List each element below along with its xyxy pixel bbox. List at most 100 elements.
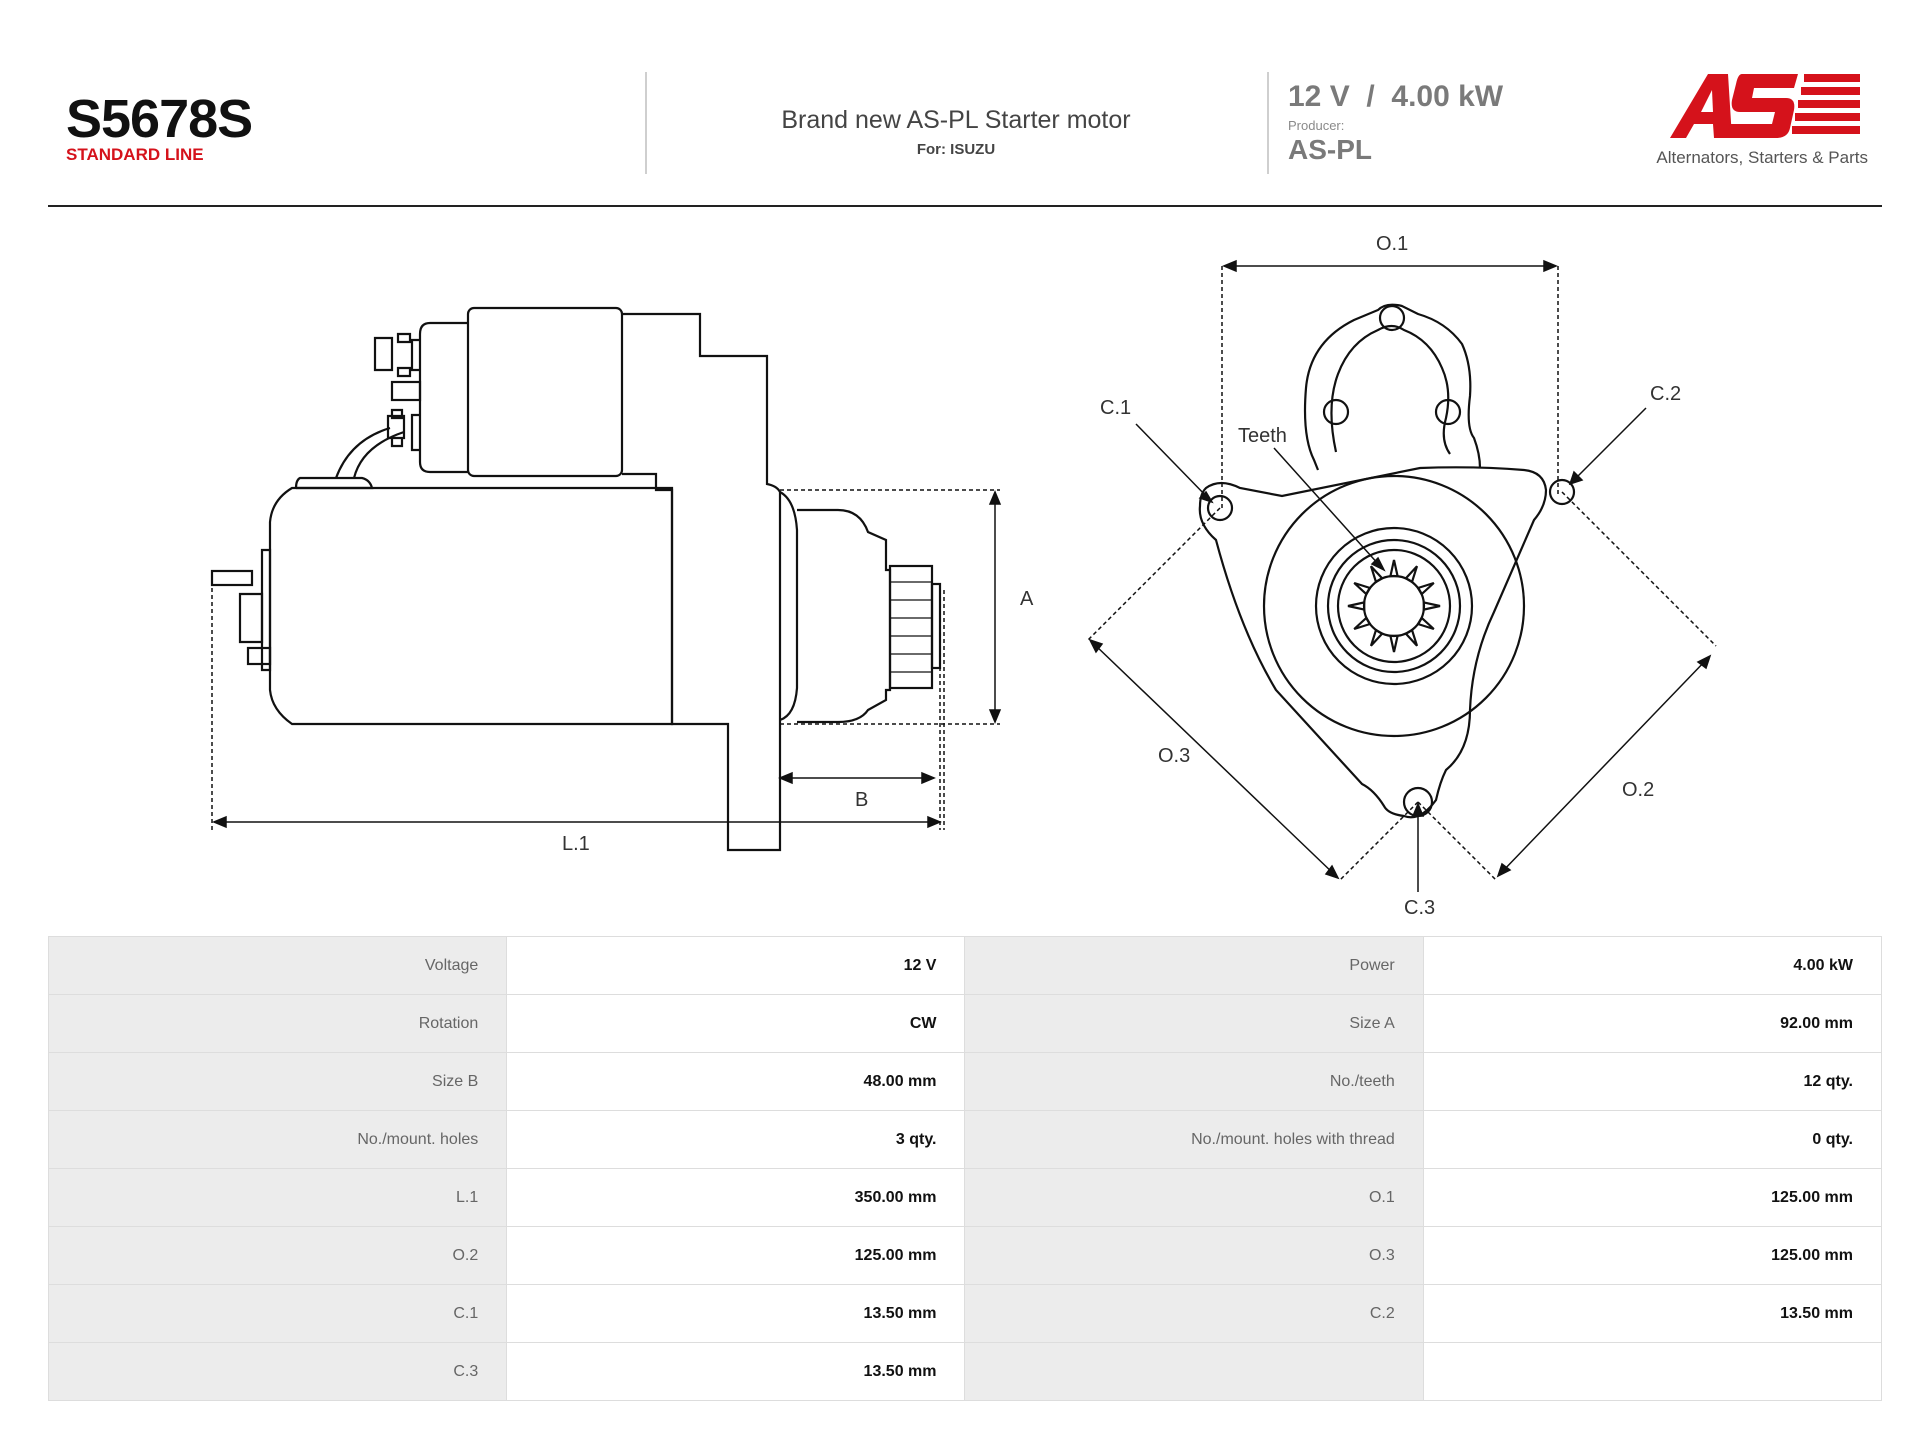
leader-c1 xyxy=(1135,423,1211,501)
solenoid-boss xyxy=(1303,303,1482,471)
spec-value: 12 V xyxy=(506,936,966,995)
spec-value: 48.00 mm xyxy=(506,1052,966,1111)
technical-drawing: A B L.1 xyxy=(210,233,1717,919)
pinion-teeth xyxy=(890,581,932,673)
arrowhead xyxy=(1222,259,1237,273)
drive-housing xyxy=(622,312,782,852)
solenoid-boss-inner xyxy=(1330,324,1451,455)
arrowhead xyxy=(1496,862,1512,878)
product-line: STANDARD LINE xyxy=(66,145,204,164)
pinion-tooth xyxy=(1353,581,1372,596)
spec-value: 92.00 mm xyxy=(1422,994,1883,1053)
brush-cover-strip xyxy=(294,476,374,490)
pinion-tooth xyxy=(1389,559,1399,578)
pinion-tooth xyxy=(1369,628,1384,647)
arrowhead xyxy=(1088,638,1104,654)
spec-value xyxy=(1422,1342,1883,1401)
front-view xyxy=(1169,303,1576,838)
dim-l1-label: L.1 xyxy=(562,833,590,855)
producer-label: Producer: xyxy=(1288,118,1345,133)
spec-value: 0 qty. xyxy=(1422,1110,1883,1169)
spec-value: 125.00 mm xyxy=(1422,1226,1883,1285)
pinion-bore xyxy=(1362,574,1426,638)
flange-outline-helper xyxy=(1169,464,1463,838)
pinion-tooth xyxy=(1404,565,1419,584)
product-description: Brand new AS-PL Starter motor xyxy=(781,106,1131,134)
voltage-power: 12 V / 4.00 kW xyxy=(1288,80,1504,113)
spec-label: C.2 xyxy=(964,1284,1424,1343)
dim-o1-label: O.1 xyxy=(1376,233,1408,255)
part-number: S5678S xyxy=(66,89,253,149)
dim-o3-ext xyxy=(1339,801,1419,881)
nose-circle-outer xyxy=(1314,526,1474,686)
solenoid-lug xyxy=(390,380,422,402)
arrowhead xyxy=(1696,654,1712,670)
pinion-tooth xyxy=(1422,601,1441,611)
arrowhead xyxy=(988,490,1002,505)
housing-circle xyxy=(1262,474,1526,738)
spec-value: 13.50 mm xyxy=(1422,1284,1883,1343)
spec-label: Rotation xyxy=(47,994,508,1053)
dim-b-label: B xyxy=(855,789,868,811)
terminal-50 xyxy=(386,408,406,448)
dim-c3-label: C.3 xyxy=(1404,897,1435,919)
header: S5678S STANDARD LINE Brand new AS-PL Sta… xyxy=(0,0,1920,207)
dim-o2-label: O.2 xyxy=(1622,779,1654,801)
spec-value: 13.50 mm xyxy=(506,1284,966,1343)
leader-c2 xyxy=(1571,407,1647,483)
motor-yoke xyxy=(268,486,674,726)
arrowhead xyxy=(1543,259,1558,273)
spec-value: 12 qty. xyxy=(1422,1052,1883,1111)
rear-bush xyxy=(238,592,264,644)
dim-o3-ext xyxy=(1087,507,1221,641)
solenoid-studs xyxy=(410,338,420,452)
field-strap xyxy=(334,426,405,479)
header-divider xyxy=(1267,72,1269,174)
leader-teeth xyxy=(1273,447,1381,567)
spec-label: No./mount. holes xyxy=(47,1110,508,1169)
mounting-flange xyxy=(779,491,799,722)
spec-label: Size A xyxy=(964,994,1424,1053)
arrowhead xyxy=(927,815,942,829)
arrowhead xyxy=(1370,556,1386,572)
spec-value: 13.50 mm xyxy=(506,1342,966,1401)
dim-c1-label: C.1 xyxy=(1100,397,1131,419)
spec-label: L.1 xyxy=(47,1168,508,1227)
nose-circle-inner xyxy=(1326,538,1462,674)
side-dimensions xyxy=(211,489,1002,830)
arrowhead xyxy=(921,771,936,785)
spec-label: No./teeth xyxy=(964,1052,1424,1111)
spec-value: 4.00 kW xyxy=(1422,936,1883,995)
rear-stud-bottom xyxy=(246,646,272,666)
pinion-tooth xyxy=(1404,628,1419,647)
spec-label: C.1 xyxy=(47,1284,508,1343)
teeth-label: Teeth xyxy=(1238,425,1287,447)
boss-hole-right xyxy=(1434,398,1462,426)
arrowhead xyxy=(1198,490,1214,504)
arrowhead xyxy=(1411,802,1425,817)
spec-label: Power xyxy=(964,936,1424,995)
side-view xyxy=(210,306,942,852)
spec-label: O.3 xyxy=(964,1226,1424,1285)
spec-value: 125.00 mm xyxy=(1422,1168,1883,1227)
solenoid-body xyxy=(466,306,624,478)
nose-housing xyxy=(797,508,892,724)
pinion xyxy=(888,564,934,690)
header-rule xyxy=(48,205,1882,207)
spec-label: O.2 xyxy=(47,1226,508,1285)
pinion-outer-circle xyxy=(1336,548,1452,664)
pinion-tooth xyxy=(1416,581,1435,596)
pinion-tooth xyxy=(1416,616,1435,631)
dim-a-label: A xyxy=(1020,588,1034,610)
mounting-flange xyxy=(1198,466,1548,819)
pinion-tooth xyxy=(1353,616,1372,631)
spec-label: C.3 xyxy=(47,1342,508,1401)
pinion-tooth xyxy=(1347,601,1366,611)
header-divider xyxy=(645,72,647,174)
